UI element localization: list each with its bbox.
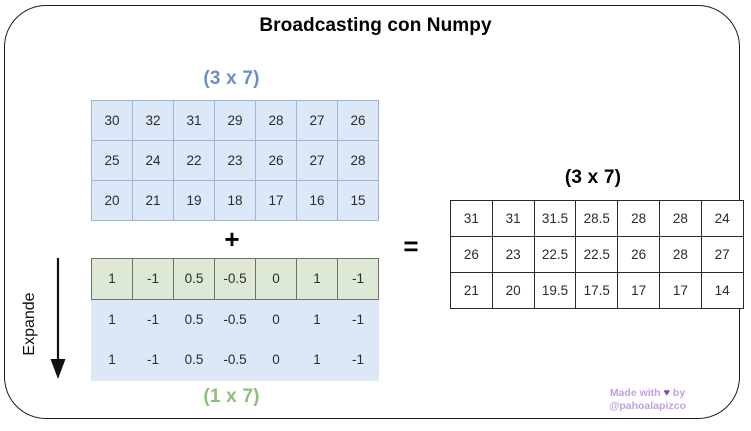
cell: 22 — [173, 140, 215, 181]
cell: 1 — [296, 339, 338, 381]
cell: 16 — [296, 180, 338, 221]
plus-operator: + — [224, 224, 240, 254]
cell: 19 — [173, 180, 215, 221]
equals-operator: = — [403, 231, 419, 261]
matrix-a-shape-label: (3 x 7) — [203, 68, 260, 89]
cell: -1 — [132, 339, 174, 381]
cell: 18 — [214, 180, 256, 221]
cell: 0 — [255, 339, 297, 381]
table-row: 25 24 22 23 26 27 28 — [91, 140, 379, 181]
cell: 0 — [255, 298, 297, 340]
cell: -1 — [337, 298, 379, 340]
cell: 0.5 — [173, 298, 215, 340]
table-row: 26 23 22.5 22.5 26 28 27 — [450, 236, 744, 273]
page-title: Broadcasting con Numpy — [259, 15, 492, 36]
cell: 17 — [658, 272, 702, 309]
cell: 24 — [132, 140, 174, 181]
matrix-b-shape-label: (1 x 7) — [203, 386, 260, 407]
credits-suffix: by — [670, 387, 686, 399]
cell: 21 — [132, 180, 174, 221]
cell: 17.5 — [575, 272, 619, 309]
cell: 15 — [337, 180, 379, 221]
cell: 32 — [132, 100, 174, 141]
result-matrix-shape-label: (3 x 7) — [564, 167, 622, 188]
credits: Made with ♥ by @pahoalapizco — [575, 387, 720, 413]
cell: -0.5 — [214, 298, 256, 340]
cell: 22.5 — [533, 236, 577, 273]
cell: 28 — [658, 236, 702, 273]
cell: 23 — [214, 140, 256, 181]
cell: 28 — [658, 200, 702, 237]
table-row: 20 21 19 18 17 16 15 — [91, 180, 379, 221]
cell: 1 — [91, 298, 133, 340]
cell: 27 — [296, 100, 338, 141]
cell: 25 — [91, 140, 133, 181]
expande-label: Expande — [21, 292, 38, 356]
cell: 31 — [173, 100, 215, 141]
cell: 17 — [617, 272, 660, 309]
cell: 27 — [296, 140, 338, 181]
cell: -1 — [132, 298, 174, 340]
table-row-broadcast: 1 -1 0.5 -0.5 0 1 -1 — [91, 298, 379, 340]
cell: -1 — [132, 258, 174, 300]
cell: 20 — [91, 180, 133, 221]
cell: 26 — [337, 100, 379, 141]
cell: -0.5 — [214, 258, 256, 300]
cell: -1 — [337, 258, 379, 300]
result-matrix: 31 31 31.5 28.5 28 28 24 26 23 22.5 22.5… — [450, 200, 744, 309]
table-row-source: 1 -1 0.5 -0.5 0 1 -1 — [91, 258, 379, 300]
credits-prefix: Made with — [609, 387, 664, 399]
cell: 17 — [255, 180, 297, 221]
matrix-b: 1 -1 0.5 -0.5 0 1 -1 1 -1 0.5 -0.5 0 1 -… — [91, 258, 379, 381]
cell: 31 — [450, 200, 493, 237]
cell: 31 — [491, 200, 535, 237]
cell: 30 — [91, 100, 133, 141]
cell: 27 — [700, 236, 744, 273]
table-row: 31 31 31.5 28.5 28 28 24 — [450, 200, 744, 237]
cell: 23 — [491, 236, 535, 273]
heart-icon: ♥ — [663, 387, 671, 399]
table-row: 21 20 19.5 17.5 17 17 14 — [450, 272, 744, 309]
cell: 28 — [337, 140, 379, 181]
cell: 28.5 — [575, 200, 619, 237]
cell: -0.5 — [214, 339, 256, 381]
cell: 0.5 — [173, 258, 215, 300]
cell: 19.5 — [533, 272, 577, 309]
cell: 0 — [255, 258, 297, 300]
cell: 21 — [450, 272, 493, 309]
cell: -1 — [337, 339, 379, 381]
cell: 14 — [700, 272, 744, 309]
cell: 24 — [700, 200, 744, 237]
cell: 28 — [617, 200, 660, 237]
cell: 26 — [617, 236, 660, 273]
table-row: 30 32 31 29 28 27 26 — [91, 100, 379, 141]
cell: 26 — [450, 236, 493, 273]
down-arrow-icon — [50, 258, 66, 379]
cell: 1 — [296, 298, 338, 340]
table-row-broadcast: 1 -1 0.5 -0.5 0 1 -1 — [91, 339, 379, 381]
cell: 0.5 — [173, 339, 215, 381]
matrix-a: 30 32 31 29 28 27 26 25 24 22 23 26 27 2… — [91, 100, 379, 221]
cell: 22.5 — [575, 236, 619, 273]
cell: 26 — [255, 140, 297, 181]
cell: 31.5 — [533, 200, 577, 237]
cell: 1 — [91, 339, 133, 381]
cell: 1 — [296, 258, 338, 300]
cell: 20 — [491, 272, 535, 309]
credits-handle: @pahoalapizco — [609, 400, 686, 412]
cell: 1 — [91, 258, 133, 300]
cell: 29 — [214, 100, 256, 141]
cell: 28 — [255, 100, 297, 141]
